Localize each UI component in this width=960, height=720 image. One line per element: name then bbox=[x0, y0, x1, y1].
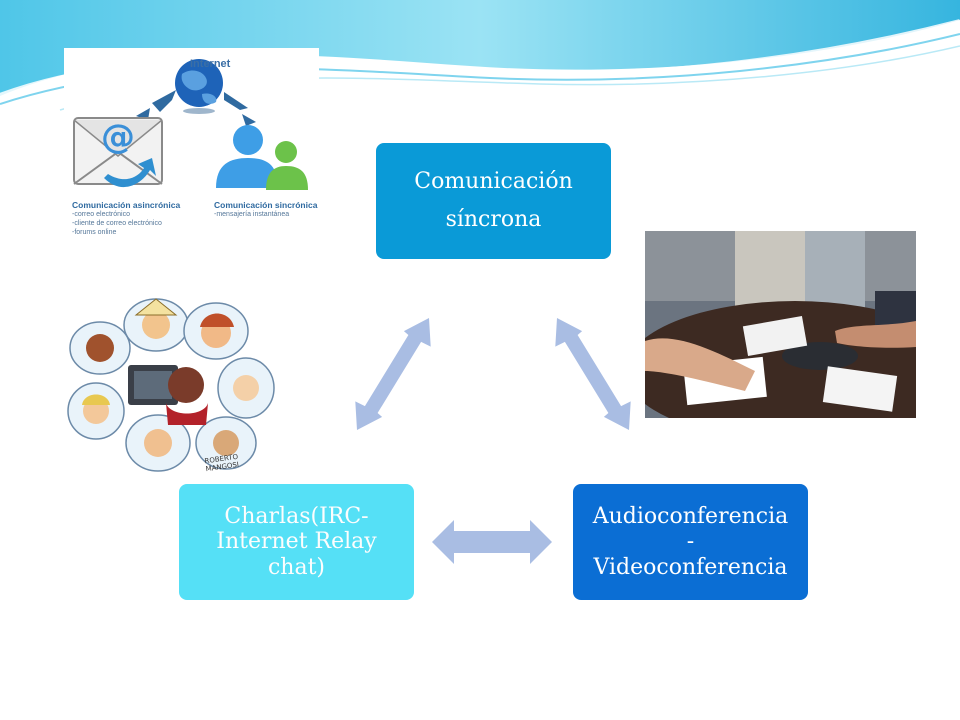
sync-item: -mensajería instantánea bbox=[214, 211, 290, 218]
async-item: -forums online bbox=[72, 229, 117, 236]
users-icon bbox=[216, 125, 308, 190]
email-envelope-icon: @ bbox=[73, 117, 163, 188]
chat-cartoon-image bbox=[66, 293, 276, 480]
internet-label: Internet bbox=[190, 58, 231, 70]
node-av-line1: Audioconferencia bbox=[592, 504, 789, 530]
sync-title: Comunicación sincrónica bbox=[214, 200, 318, 210]
arrow-top-right bbox=[555, 318, 631, 430]
communication-illustration: @ bbox=[64, 48, 319, 248]
arrow-left-top bbox=[355, 318, 431, 430]
node-irc-chat: Charlas(IRC-Internet Relay chat) bbox=[179, 484, 414, 600]
svg-text:@: @ bbox=[101, 117, 135, 157]
node-sync-line1: Comunicación bbox=[414, 168, 573, 194]
node-sync-line2: síncrona bbox=[445, 207, 542, 232]
async-item: -correo electrónico bbox=[72, 211, 130, 218]
async-title: Comunicación asincrónica bbox=[72, 200, 181, 210]
node-sync-communication: Comunicación síncrona bbox=[376, 143, 611, 259]
async-item: -cliente de correo electrónico bbox=[72, 220, 162, 227]
meeting-photo bbox=[645, 231, 916, 418]
node-audio-video-conference: Audioconferencia - Videoconferencia bbox=[573, 484, 808, 600]
node-irc-text: Charlas(IRC-Internet Relay chat) bbox=[216, 504, 377, 580]
arrow-left-right bbox=[432, 520, 552, 564]
node-av-line2: - bbox=[686, 529, 695, 555]
node-av-line3: Videoconferencia bbox=[593, 554, 788, 580]
